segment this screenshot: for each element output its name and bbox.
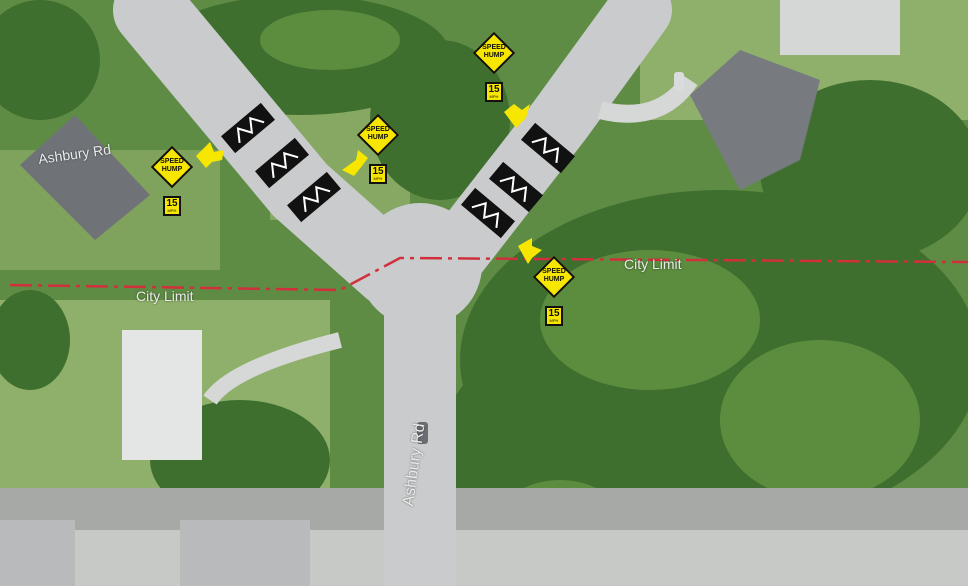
speed-unit: MPH bbox=[489, 94, 499, 99]
speed-hump-marking bbox=[521, 122, 575, 174]
sign-text-line1: SPEED bbox=[366, 126, 390, 133]
house-roofs bbox=[0, 0, 900, 586]
speed-hump-marking bbox=[461, 187, 515, 239]
speed-unit: MPH bbox=[167, 208, 177, 213]
speed-hump-warning-sign: SPEED HUMP 15 MPH bbox=[532, 255, 576, 332]
house-roof bbox=[0, 520, 75, 586]
speed-hump-group-right bbox=[461, 122, 575, 239]
speed-unit: MPH bbox=[373, 176, 383, 181]
traffic-arrow-icon bbox=[504, 104, 530, 128]
speed-hump-warning-sign: SPEED HUMP 15 MPH bbox=[150, 145, 194, 222]
speed-hump-marking bbox=[255, 137, 309, 189]
house-roof bbox=[20, 115, 150, 240]
speed-hump-group-left bbox=[221, 102, 341, 223]
car bbox=[417, 422, 428, 444]
sign-text-line2: HUMP bbox=[483, 52, 505, 59]
speed-plate: 15 MPH bbox=[163, 196, 181, 216]
car bbox=[674, 72, 684, 90]
speed-unit: MPH bbox=[549, 318, 559, 323]
cross-street-lane bbox=[0, 530, 968, 586]
speed-hump-warning-sign: SPEED HUMP 15 MPH bbox=[472, 31, 516, 108]
house-roof bbox=[180, 520, 310, 586]
driveway bbox=[203, 332, 342, 405]
sign-text-line1: SPEED bbox=[542, 268, 566, 275]
house-roof bbox=[780, 0, 900, 55]
speed-value: 15 bbox=[548, 308, 560, 319]
speed-value: 15 bbox=[372, 166, 384, 177]
city-limit-line bbox=[9, 256, 968, 292]
speed-value: 15 bbox=[166, 198, 178, 209]
speed-value: 15 bbox=[488, 84, 500, 95]
speed-hump-marking bbox=[221, 102, 275, 154]
direction-arrows bbox=[196, 104, 542, 264]
speed-plate: 15 MPH bbox=[369, 164, 387, 184]
house-roof bbox=[690, 50, 820, 190]
traffic-arrow-icon bbox=[518, 238, 542, 264]
speed-hump-marking bbox=[287, 171, 341, 223]
sign-text-line2: HUMP bbox=[543, 276, 565, 283]
sign-text-line1: SPEED bbox=[482, 44, 506, 51]
house-roof bbox=[122, 330, 202, 460]
sign-text-line1: SPEED bbox=[160, 158, 184, 165]
speed-hump-marking bbox=[489, 161, 543, 213]
city-limit-label-left: City Limit bbox=[136, 288, 194, 304]
speed-plate: 15 MPH bbox=[485, 82, 503, 102]
intersection bbox=[358, 203, 482, 327]
city-limit-label-right: City Limit bbox=[624, 256, 682, 272]
speed-hump-warning-sign: SPEED HUMP 15 MPH bbox=[356, 113, 400, 190]
speed-plate: 15 MPH bbox=[545, 306, 563, 326]
sign-text-line2: HUMP bbox=[161, 166, 183, 173]
traffic-arrow-icon bbox=[342, 150, 368, 176]
sign-text-line2: HUMP bbox=[367, 134, 389, 141]
traffic-arrow-icon bbox=[196, 142, 224, 168]
